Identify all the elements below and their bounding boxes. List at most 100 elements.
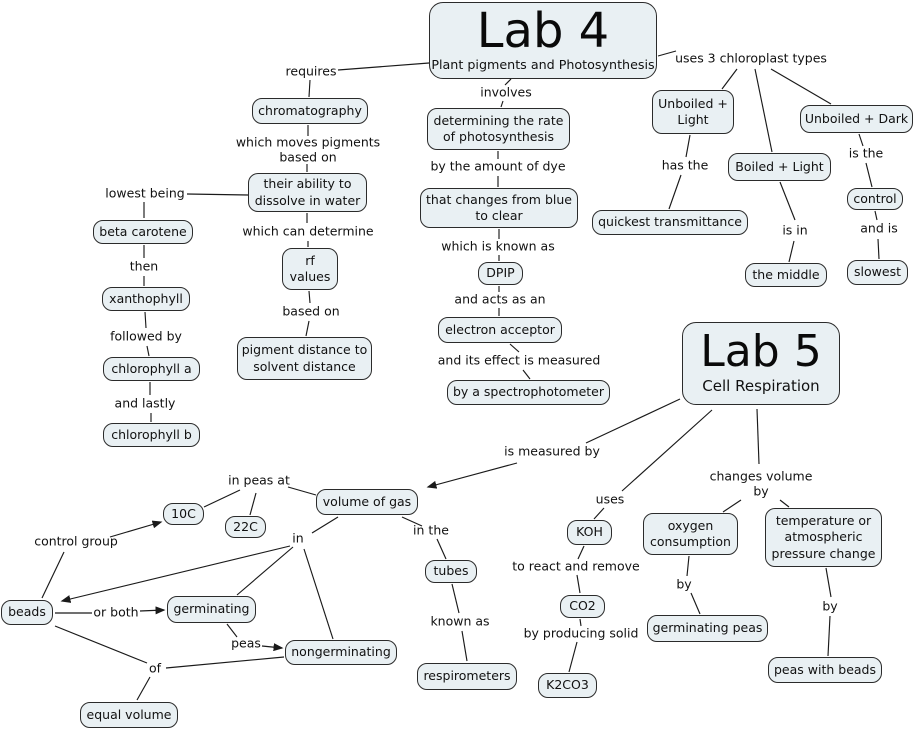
node-quickest-transmittance[interactable]: quickest transmittance bbox=[592, 210, 748, 235]
edge-involves-determining bbox=[500, 100, 504, 108]
edge-label-is-measured-by: is measured by bbox=[504, 444, 600, 460]
node-volume-of-gas[interactable]: volume of gas bbox=[316, 489, 418, 515]
edge-rf-basedon bbox=[308, 290, 311, 304]
edge-label-line: which is known as bbox=[441, 238, 555, 254]
node-label-line: 10C bbox=[171, 505, 196, 521]
node-control[interactable]: control bbox=[847, 188, 903, 210]
edge-label-by-producing-solid: by producing solid bbox=[523, 625, 639, 642]
node-label-line: tubes bbox=[433, 563, 469, 579]
node-germinating-peas[interactable]: germinating peas bbox=[647, 615, 768, 642]
edge-label-which-can-determine: which can determine bbox=[242, 224, 373, 240]
edge-byright-peasbeads bbox=[827, 615, 831, 657]
edge-beads-of bbox=[54, 625, 148, 664]
node-label-line: dissolve in water bbox=[254, 192, 361, 208]
edge-in-nongerminating bbox=[303, 548, 334, 640]
edge-label-which-is-known-as: which is known as bbox=[441, 238, 555, 255]
edge-label-line: control group bbox=[34, 533, 118, 549]
edge-label-line: by the amount of dye bbox=[430, 158, 566, 174]
node-chlorophyll-b[interactable]: chlorophyll b bbox=[103, 423, 200, 447]
node-peas-with-beads[interactable]: peas with beads bbox=[768, 657, 882, 683]
edge-label-line: uses 3 chloroplast types bbox=[675, 50, 827, 66]
node-label-line: nongerminating bbox=[291, 644, 391, 660]
node-nongerminating[interactable]: nongerminating bbox=[285, 640, 397, 665]
edge-inpeasat-10c bbox=[203, 489, 241, 508]
node-beta-carotene[interactable]: beta carotene bbox=[93, 220, 193, 244]
node-equal-volume[interactable]: equal volume bbox=[80, 702, 178, 728]
edge-label-line: by bbox=[676, 576, 692, 592]
edge-label-line: is in bbox=[782, 222, 808, 238]
edge-label-line: has the bbox=[661, 157, 709, 173]
edge-label-line: of bbox=[148, 660, 162, 676]
node-chlorophyll-a[interactable]: chlorophyll a bbox=[103, 357, 200, 381]
edge-label-line: requires bbox=[285, 63, 337, 79]
edge-label-in-peas-at: in peas at bbox=[228, 473, 290, 489]
node-co2[interactable]: CO2 bbox=[560, 595, 605, 618]
node-boiled-light[interactable]: Boiled + Light bbox=[728, 153, 831, 181]
edge-volume-inthe bbox=[401, 516, 423, 527]
edge-orboth-germinating bbox=[139, 606, 166, 615]
edge-label-line: peas bbox=[231, 635, 261, 651]
node-subtitle: Cell Respiration bbox=[702, 377, 820, 396]
edge-label-involves: involves bbox=[480, 85, 532, 101]
edge-tubes-knownas bbox=[451, 583, 460, 614]
edge-label-line: and acts as an bbox=[454, 291, 546, 307]
node-koh[interactable]: KOH bbox=[567, 520, 612, 545]
edge-byleft-germpeas bbox=[690, 592, 701, 615]
node-beads[interactable]: beads bbox=[1, 600, 53, 625]
node-unboiled-light[interactable]: Unboiled +Light bbox=[652, 90, 734, 134]
node-label-line: respirometers bbox=[423, 668, 511, 684]
node-label-line: control bbox=[853, 190, 897, 206]
node-label-line: beads bbox=[8, 604, 46, 620]
node-chromatography[interactable]: chromatography bbox=[252, 98, 368, 124]
edge-label-control-group: control group bbox=[34, 533, 118, 550]
edge-label-followed-by: followed by bbox=[110, 329, 182, 345]
edge-label-lowest-being: lowest being bbox=[105, 186, 184, 202]
node-label-line: beta carotene bbox=[99, 223, 187, 239]
node-22c[interactable]: 22C bbox=[225, 516, 266, 538]
node-spectrophotometer[interactable]: by a spectrophotometer bbox=[447, 380, 610, 405]
node-subtitle: Plant pigments and Photosynthesis bbox=[431, 57, 655, 73]
edge-followedby-chla bbox=[146, 345, 150, 357]
node-germinating[interactable]: germinating bbox=[167, 596, 256, 623]
node-label-line: electron acceptor bbox=[445, 321, 555, 337]
edge-label-line: and lastly bbox=[114, 395, 176, 411]
node-xanthophyll[interactable]: xanthophyll bbox=[102, 287, 190, 311]
edge-label-then: then bbox=[129, 258, 159, 275]
node-unboiled-dark[interactable]: Unboiled + Dark bbox=[800, 105, 913, 133]
node-electron-acceptor[interactable]: electron acceptor bbox=[438, 317, 562, 343]
edge-label-line: then bbox=[129, 258, 159, 274]
edge-label-line: in the bbox=[413, 522, 449, 538]
edge-label-effect-measured: and its effect is measured bbox=[437, 352, 601, 369]
node-label-line: germinating bbox=[173, 601, 250, 617]
node-the-middle[interactable]: the middle bbox=[745, 263, 827, 287]
node-label-line: germinating peas bbox=[652, 620, 763, 636]
node-10c[interactable]: 10C bbox=[163, 503, 204, 525]
edge-inthe-tubes bbox=[436, 538, 447, 560]
node-respirometers[interactable]: respirometers bbox=[417, 663, 517, 690]
node-k2co3[interactable]: K2CO3 bbox=[538, 673, 597, 698]
node-slowest[interactable]: slowest bbox=[847, 260, 908, 285]
edge-koh-toreact bbox=[577, 545, 585, 560]
edge-label-by-left: by bbox=[676, 576, 692, 593]
edge-label-line: by bbox=[753, 483, 769, 498]
node-dpip[interactable]: DPIP bbox=[478, 262, 523, 285]
edge-label-line: and its effect is measured bbox=[437, 352, 601, 368]
edge-uses3-unboileddark bbox=[770, 68, 832, 105]
node-tubes[interactable]: tubes bbox=[425, 560, 477, 583]
edge-label-line: by producing solid bbox=[523, 625, 639, 641]
edge-controlgroup-beads bbox=[41, 551, 65, 599]
edge-of-equalvolume bbox=[136, 676, 151, 701]
edge-ismeasuredby-volume bbox=[426, 462, 518, 489]
node-label-line: Unboiled + bbox=[658, 95, 728, 111]
edge-label-line: known as bbox=[430, 613, 490, 629]
